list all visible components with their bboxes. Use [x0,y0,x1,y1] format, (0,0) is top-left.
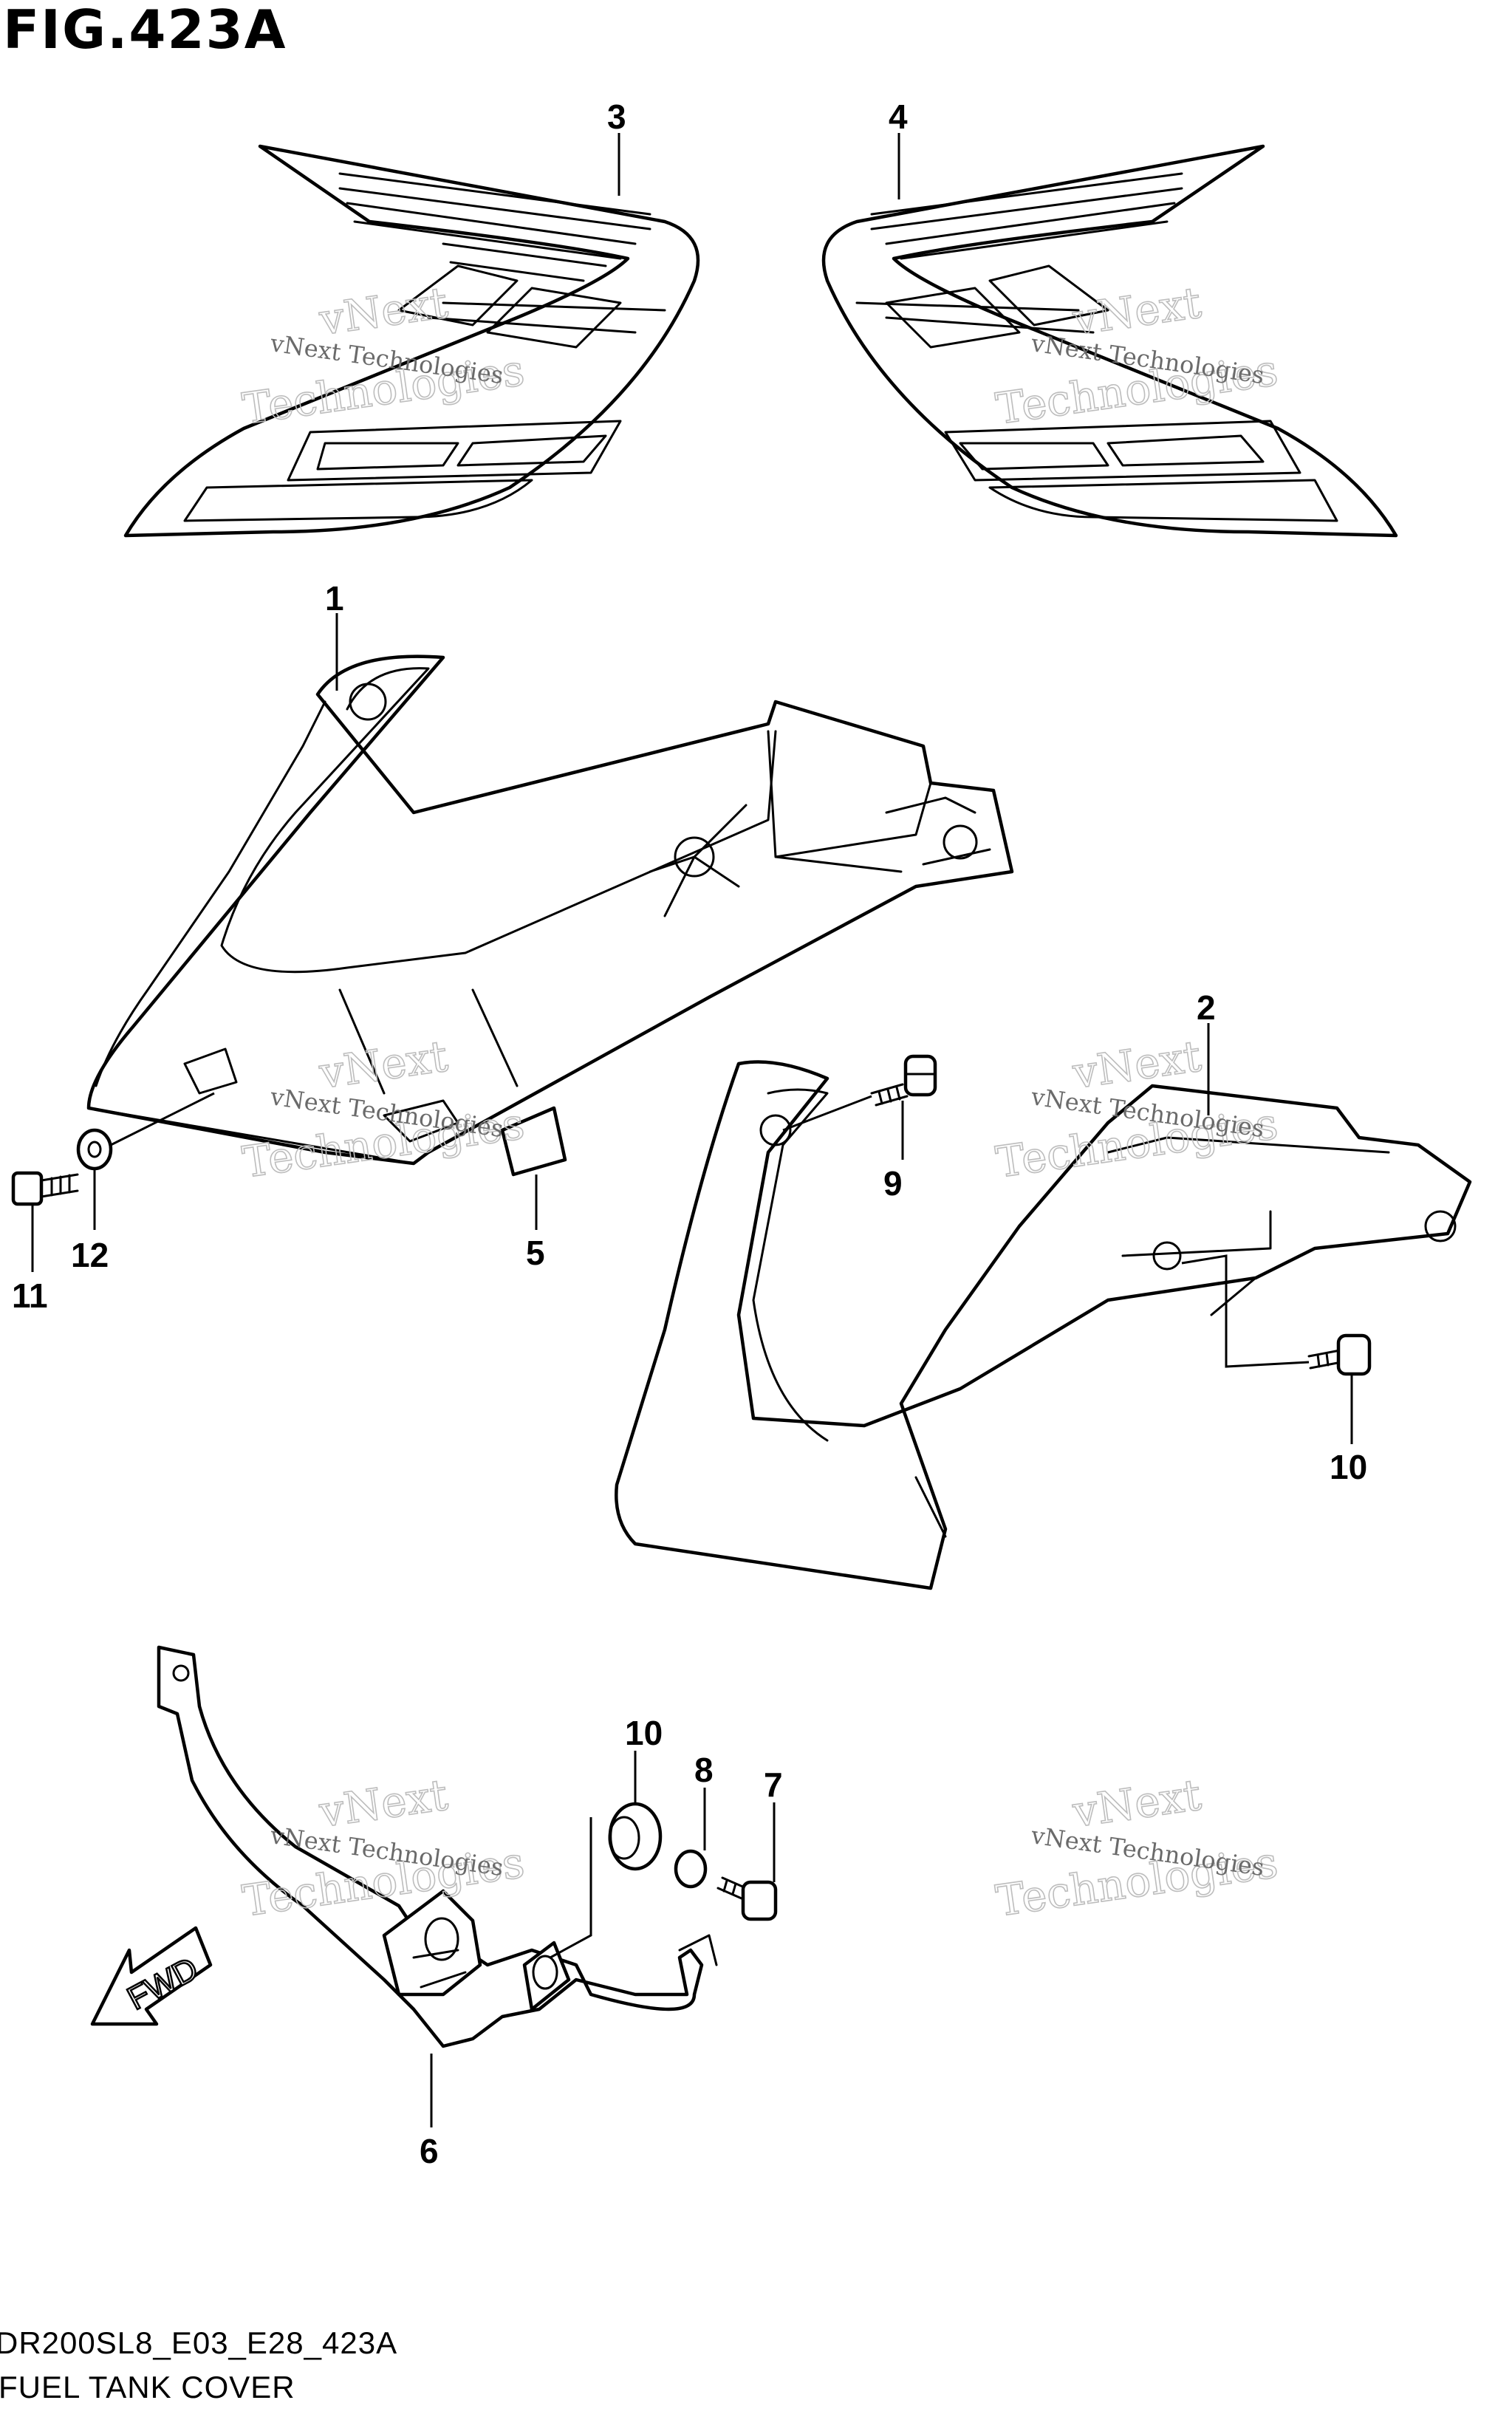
part-7-bolt [716,1876,778,1921]
callout-10-lower: 10 [1330,1448,1367,1486]
callout-12: 12 [71,1236,109,1274]
callout-leaders [31,133,1353,2127]
watermark-vnext: vNext [316,277,451,345]
callout-5: 5 [526,1234,545,1272]
part-5-pad [500,1106,567,1177]
watermark-vnext: vNext [1070,1769,1205,1837]
fwd-arrow: FWD [90,1926,213,2026]
part-8-collar [674,1849,708,1889]
part-6-bracket [157,1645,718,2048]
callout-3: 3 [607,98,626,136]
part-9-grommet [608,1802,663,1871]
figure-name: FUEL TANK COVER [0,2370,295,2404]
callout-2: 2 [1197,988,1216,1027]
part-1-left-cover [86,654,1014,1166]
callout-1: 1 [325,579,344,618]
callout-10-upper: 9 [883,1164,903,1203]
part-2-right-cover [615,1060,1472,1590]
figure-title: FIG.423A [3,0,287,61]
part-10-bolt-lower [1307,1333,1372,1376]
callout-11: 11 [12,1276,48,1315]
watermark-vnext: vNext [1070,277,1205,345]
part-3-emblem-left [123,144,700,538]
model-code: DR200SL8_E03_E28_423A [0,2325,398,2360]
callout-6: 6 [420,2132,439,2170]
callout-8: 8 [694,1751,714,1789]
callout-4: 4 [889,98,908,136]
part-12-washer [76,1128,113,1171]
part-10-bolt-upper [870,1054,937,1107]
callout-7: 7 [764,1765,783,1804]
watermark-vnext: vNext [316,1769,451,1837]
part-4-emblem-right [821,144,1398,538]
callout-numbers: 3 4 1 2 9 10 5 11 12 10 8 7 6 [12,98,1367,2170]
callout-9: 10 [625,1714,663,1752]
part-11-bolt [11,1171,79,1206]
